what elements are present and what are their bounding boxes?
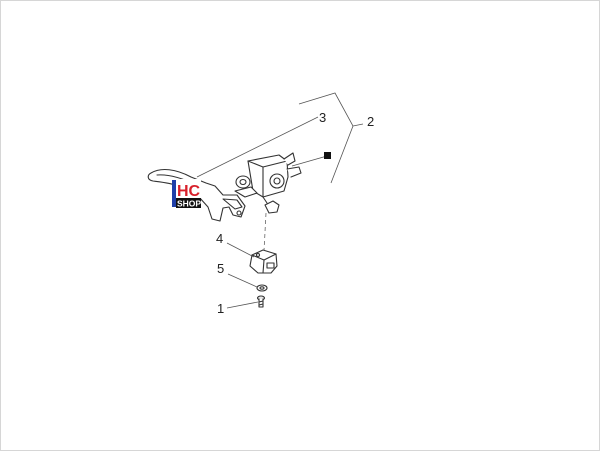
callout-1: 1 <box>217 301 224 316</box>
callout-2: 2 <box>367 114 374 129</box>
leader-lines <box>196 92 364 309</box>
screw-part <box>256 295 266 308</box>
leader-2 <box>352 123 364 127</box>
assembly-axis <box>263 212 267 252</box>
callout-4: 4 <box>216 231 223 246</box>
washer-part <box>256 284 268 292</box>
bracket-part <box>249 249 278 274</box>
leader-4 <box>226 242 255 258</box>
logo-shop-text: SHOP <box>177 199 201 209</box>
leader-1 <box>226 301 259 309</box>
black-square-marker <box>324 152 331 159</box>
group-bracket <box>298 92 354 184</box>
logo-black-band <box>176 198 201 208</box>
logo-blue-bar <box>172 180 176 207</box>
master-cylinder-part <box>234 152 302 214</box>
hc-shop-logo: HC SHOP <box>172 179 201 209</box>
leader-5 <box>227 273 258 288</box>
leader-3 <box>196 116 319 178</box>
logo-hc-text: HC <box>177 183 201 200</box>
callout-5: 5 <box>217 261 224 276</box>
leader-black-square <box>291 155 328 167</box>
callout-3: 3 <box>319 110 326 125</box>
